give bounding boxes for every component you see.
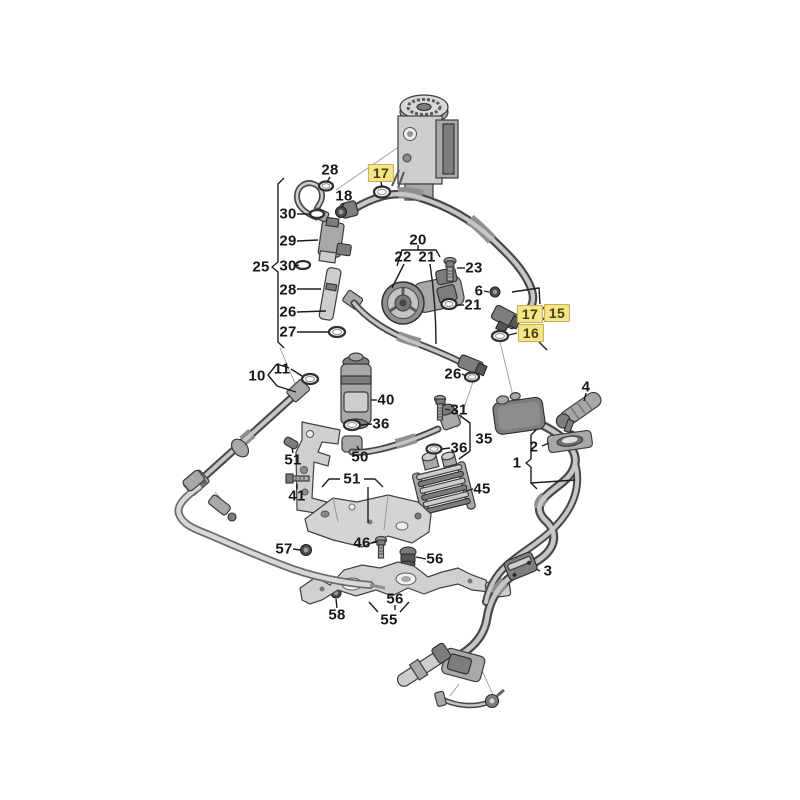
part-callout-28-top[interactable]: 28 [321,161,339,179]
seal-rings [294,180,510,455]
part-callout-22[interactable]: 22 [394,248,412,266]
part-callout-56-bracket[interactable]: 56 [386,590,404,608]
part-callout-20[interactable]: 20 [409,231,427,249]
part-callout-17-top[interactable]: 17 [367,164,395,182]
part-callout-15[interactable]: 15 [543,304,571,322]
part-callout-36-upper[interactable]: 36 [372,415,390,433]
part-callout-57[interactable]: 57 [275,540,293,558]
nut-57 [300,544,312,556]
part-callout-6[interactable]: 6 [474,282,484,300]
part-callout-35[interactable]: 35 [475,430,493,448]
part-callout-26-left[interactable]: 26 [279,303,297,321]
part-callout-11[interactable]: 11 [273,360,291,378]
part-callout-36-lower[interactable]: 36 [450,439,468,457]
clamp-3 [503,551,538,581]
bolt-41 [285,473,310,484]
part-callout-25[interactable]: 25 [252,258,270,276]
part-callout-58[interactable]: 58 [328,606,346,624]
part-callout-1[interactable]: 1 [512,454,522,472]
oil-cooler [411,451,476,521]
part-callout-30-upper[interactable]: 30 [279,205,297,223]
expansion-valve [391,94,459,201]
bolt-31 [433,394,447,421]
part-callout-51-pin[interactable]: 51 [284,451,302,469]
part-callout-27[interactable]: 27 [279,323,297,341]
part-callout-51-bracket[interactable]: 51 [343,470,361,488]
part-callout-4[interactable]: 4 [581,378,591,396]
part-callout-17-right[interactable]: 17 [516,305,544,323]
part-callout-45[interactable]: 45 [473,480,491,498]
group-brackets [267,177,576,613]
part-callout-23[interactable]: 23 [465,259,483,277]
part-callout-16[interactable]: 16 [517,324,545,342]
seal-plate-2 [546,429,593,454]
part-callout-41[interactable]: 41 [288,487,306,505]
hose-end-block [441,647,486,683]
refrigerant-line-assembly [396,391,602,709]
hose-stub-a [396,642,452,687]
part-callout-55[interactable]: 55 [380,611,398,629]
bolt-23 [443,256,457,282]
part-callout-10[interactable]: 10 [248,367,266,385]
l-bracket [283,421,341,517]
part-callout-29[interactable]: 29 [279,232,297,250]
leader-lines [290,176,587,610]
part-callout-3[interactable]: 3 [543,562,553,580]
part-callout-56-grommet[interactable]: 56 [426,550,444,568]
part-callout-50[interactable]: 50 [351,448,369,466]
drain-hose [174,469,386,590]
part-callout-26-ring[interactable]: 26 [444,365,462,383]
part-callout-40[interactable]: 40 [377,391,395,409]
part-callout-21-under-20[interactable]: 21 [418,248,436,266]
part-callout-31[interactable]: 31 [450,401,468,419]
part-callout-30-lower[interactable]: 30 [279,257,297,275]
ac-hose-top [339,187,538,334]
part-callout-21-ring[interactable]: 21 [464,296,482,314]
part-callout-46[interactable]: 46 [353,534,371,552]
part-callout-18[interactable]: 18 [335,187,353,205]
part-callout-28-lower[interactable]: 28 [279,281,297,299]
refrigerant-pipe-middle [342,289,488,377]
charge-valve-column [317,216,352,321]
part-callout-2[interactable]: 2 [529,438,539,456]
